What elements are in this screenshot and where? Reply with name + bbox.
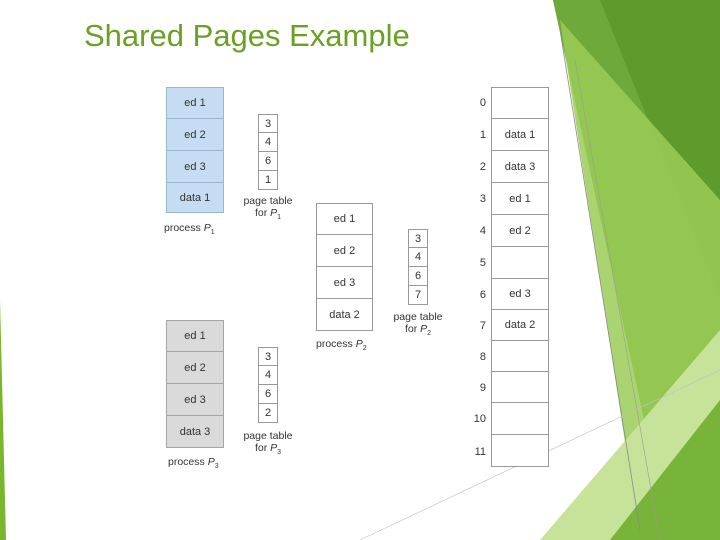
pt3-entry-3: 2 [258,404,278,423]
pt3-entry-2: 6 [258,385,278,404]
frame-number: 10 [473,413,486,425]
p2-label-sub: 2 [362,345,367,353]
p2-page-3: data 2 [316,299,373,331]
pt1-label-line2: for [254,207,271,219]
process-p3-pages: ed 1 ed 2 ed 3 data 3 [166,320,224,448]
pt3-label-line2: for [254,442,271,454]
p1-label-var: P [203,222,211,234]
p1-label-text: process [164,222,204,234]
p1-page-3: data 1 [166,183,224,213]
pt2-entry-0: 3 [408,229,428,248]
memory-frame [491,341,549,372]
pt3-label-sub: 3 [277,449,282,457]
pt1-label-var: P [270,207,278,219]
deco-green-bottom-right [610,400,720,540]
frame-number: 0 [479,97,486,109]
p2-label-text: process [316,338,356,350]
pt3-label-line1: page table [243,430,293,442]
memory-frame: data 2 [491,310,549,341]
p2-page-2: ed 3 [316,267,373,299]
pt2-label-line1: page table [393,311,443,323]
memory-frame [491,372,549,403]
memory-frame: ed 2 [491,215,549,247]
p3-label-var: P [207,456,215,468]
process-p1-label: process P1 [164,222,234,239]
pt3-label-var: P [270,442,278,454]
pt2-entry-2: 6 [408,267,428,286]
frame-number: 7 [479,320,486,332]
page-table-p2: 3 4 6 7 [408,229,428,305]
pt1-label-sub: 1 [277,214,282,222]
deco-thin-line-1 [559,29,641,531]
pt2-label-var: P [420,323,428,335]
memory-frame: ed 3 [491,279,549,310]
p3-page-2: ed 3 [166,384,224,416]
deco-green-left-sliver [0,300,6,540]
pt1-label-line1: page table [243,195,293,207]
pt2-label-line2: for [404,323,421,335]
p2-page-1: ed 2 [316,235,373,267]
memory-frame: ed 1 [491,183,549,215]
frame-number: 2 [479,161,486,173]
pt1-entry-1: 4 [258,133,278,152]
p1-label-sub: 1 [210,229,215,237]
frame-number: 9 [479,382,486,394]
frame-number: 1 [479,129,486,141]
p3-page-3: data 3 [166,416,224,448]
pt1-entry-0: 3 [258,114,278,133]
page-table-p1: 3 4 6 1 [258,114,278,190]
frame-number: 3 [479,193,486,205]
frame-number: 11 [474,446,486,458]
physical-memory: data 1 data 3 ed 1 ed 2 ed 3 data 2 [491,87,549,467]
frame-number: 6 [479,289,486,301]
page-table-p1-label: page table for P1 [236,195,300,224]
pt2-label-sub: 2 [427,330,432,338]
process-p3-label: process P3 [168,456,238,473]
memory-frame [491,87,549,119]
p3-page-0: ed 1 [166,320,224,352]
pt3-entry-1: 4 [258,366,278,385]
frame-number: 5 [479,257,486,269]
frame-number: 4 [479,225,486,237]
memory-frame: data 1 [491,119,549,151]
process-p1-pages: ed 1 ed 2 ed 3 data 1 [166,87,224,213]
p3-label-sub: 3 [214,463,219,471]
p1-page-2: ed 3 [166,151,224,183]
p3-label-text: process [168,456,208,468]
memory-frame: data 3 [491,151,549,183]
deco-thin-line-2 [574,59,661,540]
memory-frame [491,435,549,467]
memory-frame [491,403,549,435]
memory-frame [491,247,549,279]
pt2-entry-1: 4 [408,248,428,267]
p1-page-0: ed 1 [166,87,224,119]
page-table-p3: 3 4 6 2 [258,347,278,423]
page-table-p3-label: page table for P3 [236,430,300,459]
p3-page-1: ed 2 [166,352,224,384]
p2-page-0: ed 1 [316,203,373,235]
pt1-entry-3: 1 [258,171,278,190]
p2-label-var: P [355,338,363,350]
pt3-entry-0: 3 [258,347,278,366]
page-table-p2-label: page table for P2 [386,311,450,340]
p1-page-1: ed 2 [166,119,224,151]
pt2-entry-3: 7 [408,286,428,305]
frame-number: 8 [479,351,486,363]
process-p2-pages: ed 1 ed 2 ed 3 data 2 [316,203,373,331]
process-p2-label: process P2 [316,338,386,355]
slide-title: Shared Pages Example [84,18,410,53]
pt1-entry-2: 6 [258,152,278,171]
